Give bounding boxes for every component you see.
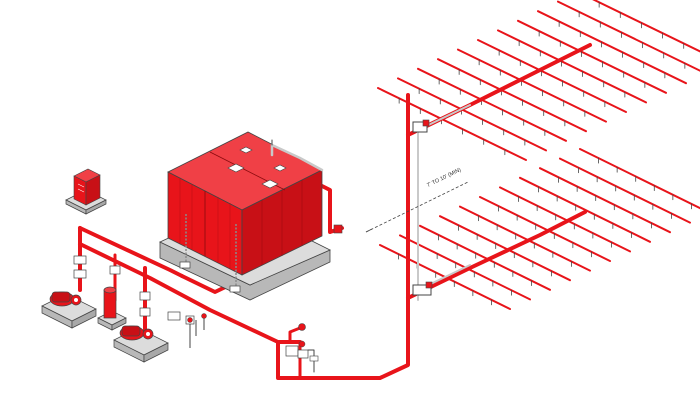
floor-control-valve-lower	[412, 281, 433, 296]
sprinkler-branch-line	[537, 10, 687, 85]
sprinkler-branch-line	[579, 148, 700, 210]
sprinkler-branch-line	[499, 186, 631, 253]
sprinkler-branch-line	[497, 29, 647, 104]
floor-control-valve-upper	[412, 119, 430, 133]
water-storage-tanks	[159, 131, 343, 301]
fire-pump-electric	[113, 325, 169, 363]
sprinkler-grid-lower	[379, 148, 700, 310]
sprinkler-branch-line	[439, 215, 571, 282]
fire-department-connection	[288, 323, 306, 344]
jockey-pump	[97, 286, 127, 331]
sprinkler-branch-line	[397, 77, 547, 152]
sprinkler-branch-line	[539, 167, 671, 234]
sprinkler-branch-line	[419, 224, 551, 291]
sprinkler-branch-line	[417, 67, 567, 142]
sprinkler-branch-line	[477, 39, 627, 113]
sprinkler-branch-line	[437, 58, 587, 133]
sprinkler-branch-line	[592, 0, 700, 53]
sprinkler-grid-upper	[377, 0, 700, 161]
fire-pump-diesel	[41, 291, 97, 329]
sprinkler-branch-line	[557, 0, 700, 72]
alarm-valve-station	[285, 340, 319, 373]
sprinkler-branch-line	[519, 176, 651, 243]
riser	[298, 43, 592, 380]
pump-room-valves	[73, 255, 207, 348]
sprinkler-branch-line	[559, 157, 691, 224]
sprinkler-branch-line	[459, 205, 591, 272]
pump-controller-panel	[65, 168, 107, 215]
sprinkler-branch-line	[377, 87, 527, 161]
dimension-label: 7' TO 10' (MIN)	[426, 167, 462, 189]
sprinkler-branch-line	[479, 196, 611, 262]
sprinkler-branch-line	[517, 19, 667, 94]
sprinkler-branch-line	[457, 48, 607, 123]
